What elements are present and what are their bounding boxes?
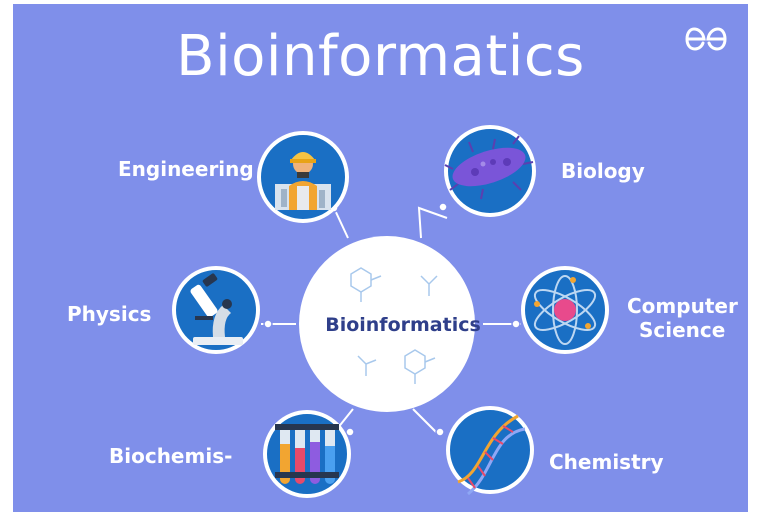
node-computer-science bbox=[521, 266, 609, 354]
connector-chemistry bbox=[412, 408, 439, 435]
engineer-icon bbox=[275, 152, 331, 210]
center-circle bbox=[299, 236, 475, 412]
label-computer-science-line2: Science bbox=[639, 318, 726, 342]
node-engineering bbox=[257, 131, 349, 223]
bacteria-icon bbox=[444, 135, 534, 200]
dna-icon bbox=[457, 414, 526, 496]
label-chemistry: Chemistry bbox=[549, 450, 664, 474]
diagram-art bbox=[172, 125, 609, 498]
gfg-logo-icon bbox=[685, 27, 727, 51]
label-physics: Physics bbox=[67, 302, 152, 326]
node-physics bbox=[172, 266, 260, 354]
node-biochemistry bbox=[263, 410, 351, 498]
connector-biology bbox=[417, 206, 448, 239]
test-tubes-icon bbox=[275, 424, 339, 484]
infographic-canvas: Bioinformatics bbox=[13, 4, 748, 512]
molecule-decoration-icon bbox=[350, 267, 438, 384]
atom-icon bbox=[533, 275, 597, 345]
page-title: Bioinformatics bbox=[176, 24, 585, 89]
label-biology: Biology bbox=[561, 159, 645, 183]
label-computer-science-line1: Computer bbox=[627, 294, 738, 318]
node-chemistry bbox=[446, 406, 534, 496]
microscope-icon bbox=[190, 273, 243, 345]
label-biochemistry: Biochemis- bbox=[109, 444, 233, 468]
node-biology bbox=[444, 125, 536, 217]
label-engineering: Engineering bbox=[118, 157, 254, 181]
center-label: Bioinformatics bbox=[325, 314, 481, 336]
